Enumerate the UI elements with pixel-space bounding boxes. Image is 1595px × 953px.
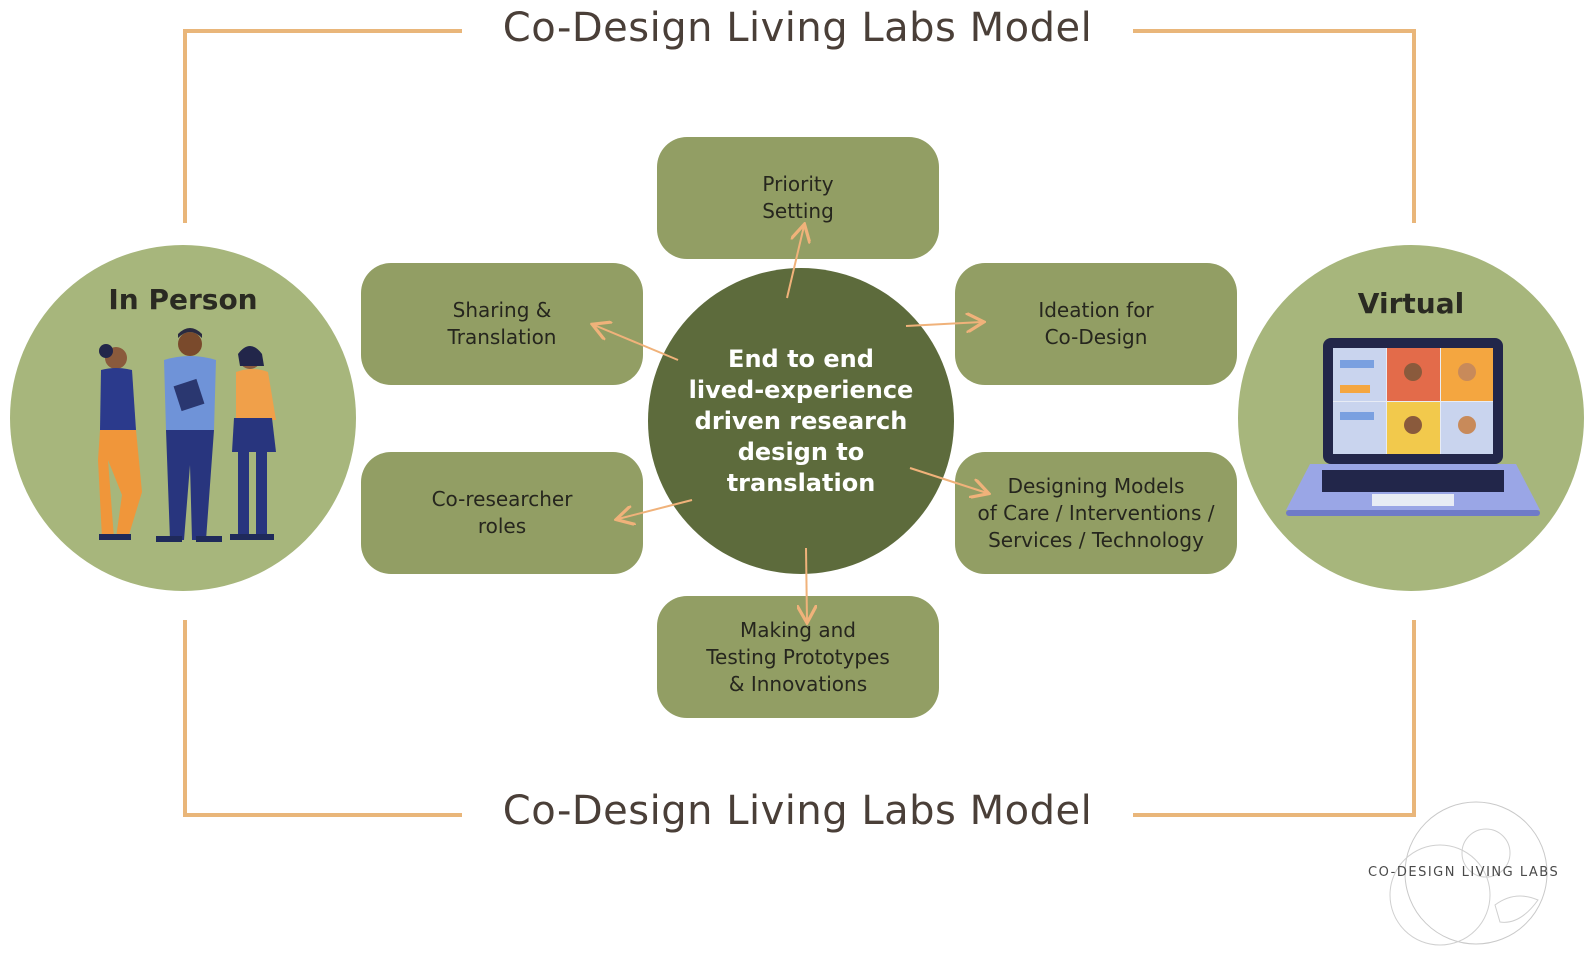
frame-right-lower [1412,620,1416,817]
title-bottom: Co-Design Living Labs Model [0,788,1595,834]
title-top: Co-Design Living Labs Model [0,5,1595,51]
box-priority-setting: Priority Setting [657,137,939,259]
watermark-label: CO-DESIGN LIVING LABS [1368,865,1560,880]
in-person-label: In Person [108,283,258,316]
box-coresearcher-roles: Co-researcher roles [361,452,643,574]
frame-top-left [183,29,462,33]
frame-right-upper [1412,29,1416,223]
frame-bottom-left [183,813,462,817]
frame-top-right [1133,29,1416,33]
frame-left-lower [183,620,187,817]
box-making-testing: Making and Testing Prototypes & Innovati… [657,596,939,718]
center-circle: End to end lived-experience driven resea… [648,268,954,574]
virtual-label: Virtual [1357,287,1465,320]
frame-left-upper [183,29,187,223]
frame-bottom-right [1133,813,1416,817]
box-designing-models: Designing Models of Care / Interventions… [955,452,1237,574]
box-ideation-codesign: Ideation for Co-Design [955,263,1237,385]
box-sharing-translation: Sharing & Translation [361,263,643,385]
